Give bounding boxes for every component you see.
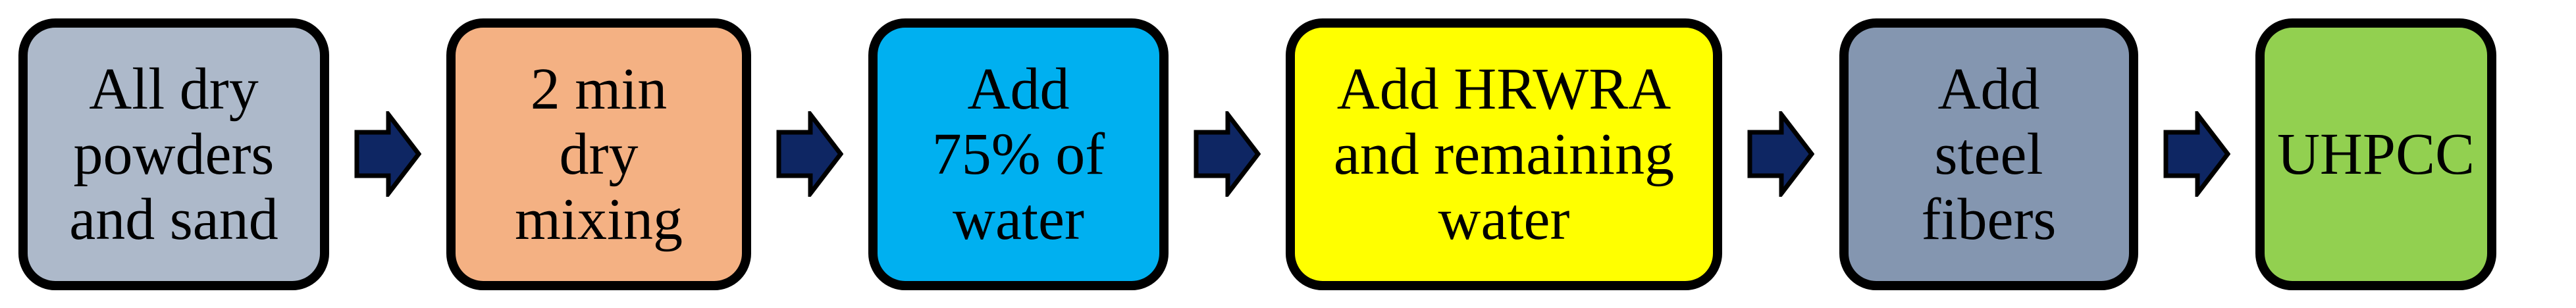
step-label: UHPCC bbox=[2276, 121, 2475, 187]
step-label: 2 min dry mixing bbox=[514, 56, 683, 252]
step-all-dry-powders: All dry powders and sand bbox=[18, 18, 329, 290]
flow-arrow bbox=[354, 111, 421, 197]
flow-arrow bbox=[1194, 111, 1261, 197]
arrow-right-icon bbox=[354, 111, 421, 197]
arrow-right-icon bbox=[776, 111, 843, 197]
step-label: Add steel fibers bbox=[1921, 56, 2057, 252]
step-add-hrwra: Add HRWRA and remaining water bbox=[1286, 18, 1722, 290]
step-label: Add HRWRA and remaining water bbox=[1333, 56, 1675, 252]
flow-arrow bbox=[776, 111, 843, 197]
flow-arrow bbox=[2163, 111, 2230, 197]
step-label: Add 75% of water bbox=[932, 56, 1105, 252]
arrow-right-icon bbox=[1194, 111, 1261, 197]
step-dry-mixing: 2 min dry mixing bbox=[446, 18, 751, 290]
step-uhpcc: UHPCC bbox=[2255, 18, 2496, 290]
step-add-water: Add 75% of water bbox=[868, 18, 1169, 290]
step-add-steel-fibers: Add steel fibers bbox=[1839, 18, 2138, 290]
flow-arrow bbox=[1747, 111, 1814, 197]
arrow-right-icon bbox=[1747, 111, 1814, 197]
step-label: All dry powders and sand bbox=[69, 56, 278, 252]
arrow-right-icon bbox=[2163, 111, 2230, 197]
